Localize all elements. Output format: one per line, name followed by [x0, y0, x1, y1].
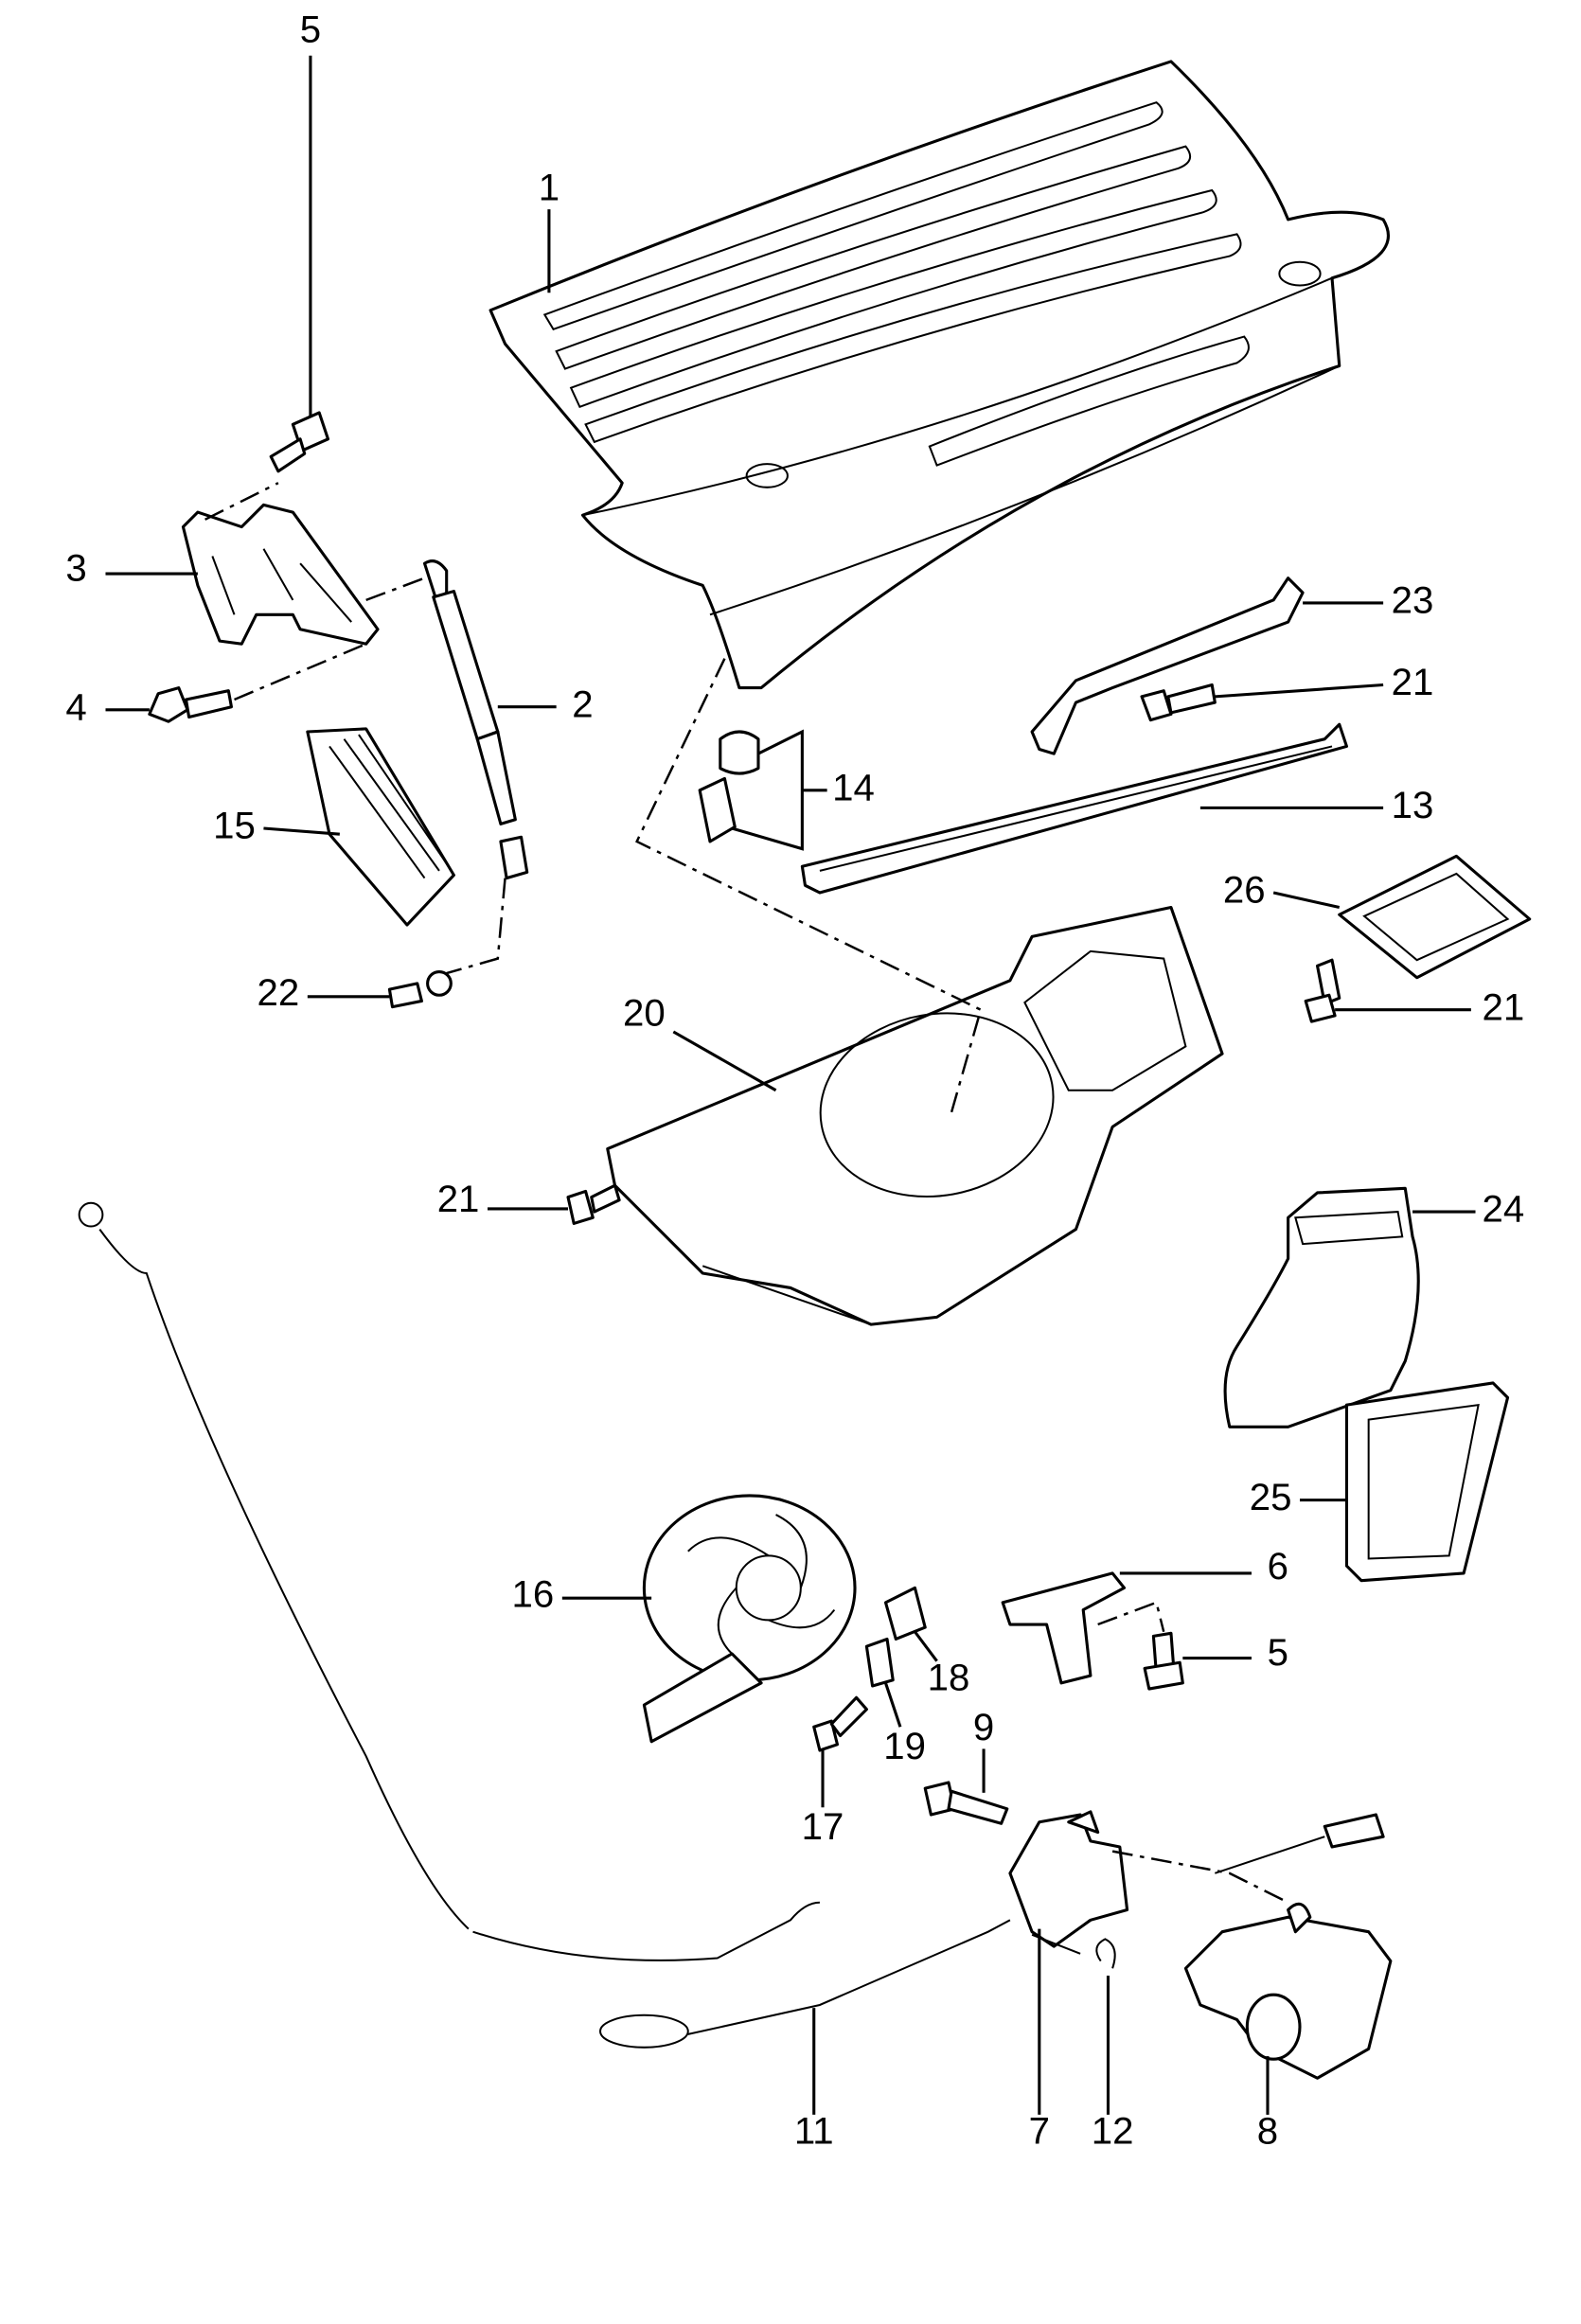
callout-20: 20 [623, 992, 666, 1035]
clips [698, 729, 827, 851]
seal-strip [800, 722, 1384, 895]
callout-14: 14 [832, 766, 875, 808]
callout-11: 11 [794, 2110, 834, 2153]
bracket-screw [1143, 1631, 1252, 1691]
callout-5b: 5 [1268, 1631, 1288, 1674]
callout-15: 15 [213, 805, 256, 847]
screw-left [487, 1183, 621, 1225]
callout-2: 2 [572, 683, 593, 725]
fan-screw [812, 1695, 868, 1808]
callout-22: 22 [258, 971, 300, 1014]
duct-gasket [1299, 1381, 1510, 1583]
bracket [1001, 1571, 1252, 1685]
release-cable [78, 1201, 1011, 2115]
bracket-rail [1030, 577, 1384, 755]
grille-slots [542, 101, 1250, 467]
callout-21b: 21 [1483, 985, 1525, 1028]
actuator [1111, 1813, 1393, 2115]
grommet [883, 1586, 938, 1662]
callout-7: 7 [1029, 2110, 1050, 2153]
callout-19: 19 [883, 1725, 926, 1767]
callout-25: 25 [1250, 1476, 1292, 1518]
callout-8: 8 [1257, 2110, 1278, 2153]
bushing [864, 1637, 902, 1728]
callout-17: 17 [802, 1805, 844, 1848]
screw-upper [1140, 683, 1384, 722]
callout-5: 5 [300, 9, 321, 51]
gas-strut [365, 559, 557, 880]
callout-1: 1 [539, 167, 560, 209]
control-unit [263, 727, 455, 927]
ball-stud [307, 878, 506, 1009]
callout-3: 3 [65, 547, 86, 590]
hinge-bolt [105, 643, 367, 723]
callout-24: 24 [1483, 1188, 1525, 1231]
callout-13: 13 [1392, 784, 1434, 826]
cover-panel [606, 658, 1224, 1326]
hinge-screw [269, 55, 330, 473]
callout-23: 23 [1392, 579, 1434, 622]
callout-16: 16 [512, 1572, 555, 1615]
callout-6: 6 [1268, 1545, 1288, 1588]
latch [1008, 1810, 1129, 2115]
screw-right [1304, 958, 1471, 1023]
frame-gasket [1272, 854, 1532, 980]
callout-21c: 21 [437, 1178, 480, 1220]
callout-12: 12 [1092, 2110, 1134, 2153]
latch-bolt [923, 1748, 1009, 1825]
callout-9: 9 [973, 1706, 994, 1748]
hinge [105, 482, 380, 646]
callout-4: 4 [65, 685, 86, 728]
callout-26: 26 [1223, 869, 1266, 912]
deck-lid-grille [489, 60, 1390, 690]
fan [561, 1494, 857, 1744]
callout-labels: 1 5 3 4 2 15 22 14 23 21 13 26 21 20 21 … [65, 9, 1524, 2153]
callout-21a: 21 [1392, 661, 1434, 703]
air-duct [1223, 1186, 1476, 1428]
circlip [1095, 1938, 1116, 2115]
callout-18: 18 [928, 1656, 970, 1698]
